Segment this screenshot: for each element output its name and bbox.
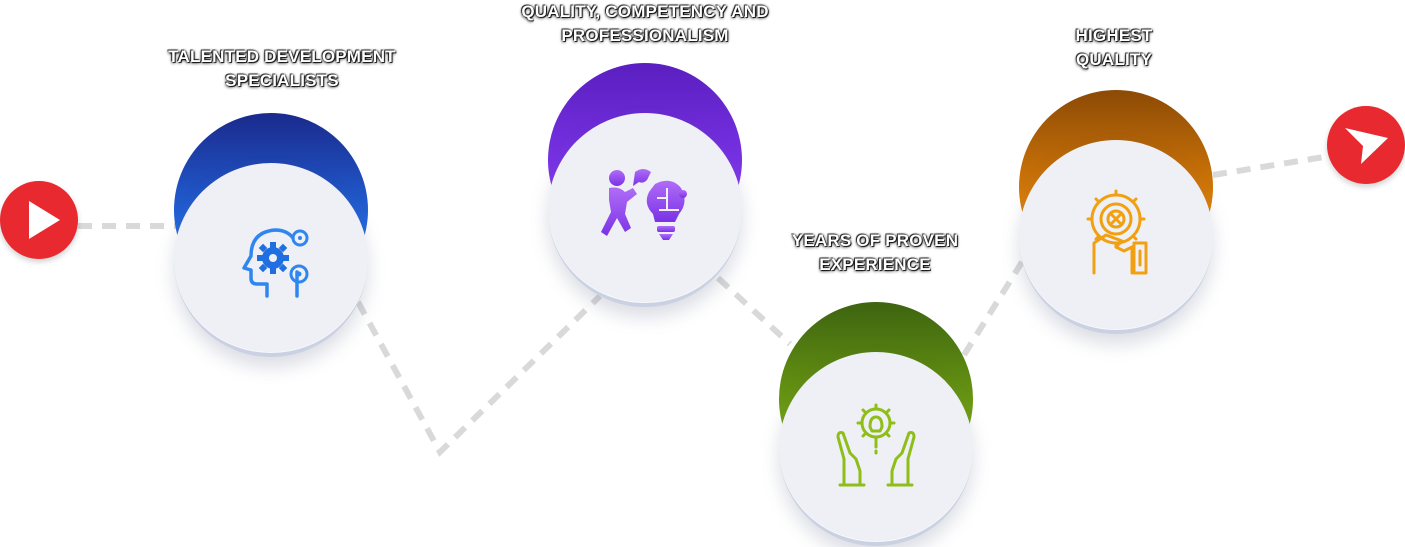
- step-highest-quality: [1019, 90, 1213, 334]
- step-disc: [1019, 140, 1213, 334]
- step-title-highest-quality: HIGHEST QUALITY: [1044, 24, 1184, 72]
- person-puzzle-bulb-icon: [595, 158, 695, 258]
- send-arrow-icon: [1345, 128, 1388, 164]
- start-endpoint: [0, 181, 78, 259]
- step-years-experience: [779, 302, 973, 546]
- title-line: EXPERIENCE: [819, 255, 931, 274]
- step-title-years-experience: YEARS OF PROVEN EXPERIENCE: [768, 229, 982, 277]
- title-line: PROFESSIONALISM: [561, 26, 729, 45]
- title-line: QUALITY, COMPETENCY AND: [521, 2, 769, 21]
- title-line: HIGHEST: [1075, 26, 1153, 45]
- title-line: YEARS OF PROVEN: [791, 231, 959, 250]
- head-gears-icon: [221, 208, 321, 308]
- step-title-talented-specialists: TALENTED DEVELOPMENT SPECIALISTS: [140, 45, 424, 93]
- title-line: TALENTED DEVELOPMENT: [168, 47, 396, 66]
- step-talented-specialists: [174, 113, 368, 357]
- end-endpoint: [1327, 106, 1405, 184]
- title-line: QUALITY: [1075, 50, 1152, 69]
- play-icon: [29, 201, 60, 239]
- step-title-quality-competency: QUALITY, COMPETENCY AND PROFESSIONALISM: [495, 0, 795, 48]
- hand-target-gear-icon: [1066, 185, 1166, 285]
- title-line: SPECIALISTS: [225, 71, 339, 90]
- step-disc: [779, 352, 973, 546]
- step-quality-competency: [548, 63, 742, 307]
- step-disc: [548, 113, 742, 307]
- hands-bulb-gear-icon: [826, 397, 926, 497]
